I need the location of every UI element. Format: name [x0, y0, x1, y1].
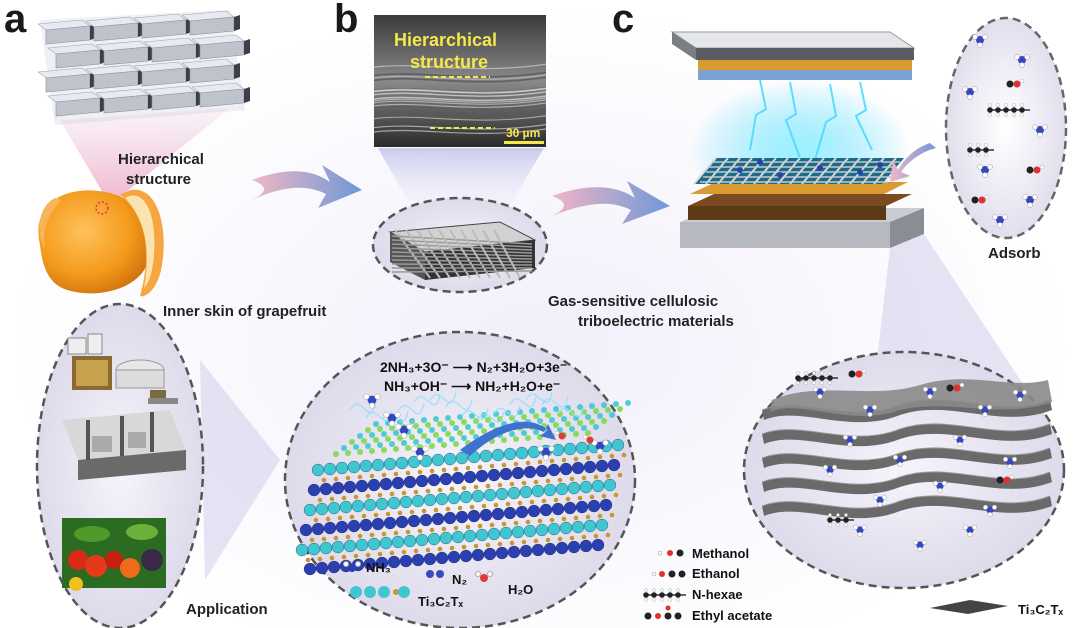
- application-funnel: [200, 360, 280, 580]
- lab-apparatus: [67, 333, 178, 404]
- reaction-legend: [343, 561, 493, 598]
- sem-title-line2: structure: [410, 52, 488, 72]
- gas-sensitive-label-2: triboelectric materials: [578, 313, 734, 330]
- legend-ethyl-acetate: Ethyl acetate: [692, 608, 772, 623]
- legend-methanol: Methanol: [692, 546, 749, 561]
- legend-n2: N₂: [452, 572, 467, 587]
- zoom-funnel-b: [378, 148, 544, 205]
- reaction-equation-1: 2NH₃+3O⁻ ⟶ N₂+3H₂O+3e⁻: [380, 359, 567, 375]
- adsorb-arrow: [890, 143, 936, 182]
- sem-title-line1: Hierarchical: [394, 30, 497, 50]
- factory-illustration: [62, 410, 186, 480]
- legend-ti3c2tx: Ti₃C₂Tₓ: [418, 594, 463, 609]
- scale-bar-label: 30 µm: [506, 126, 540, 140]
- ti3c2tx-corner-label: Ti₃C₂Tₓ: [1018, 602, 1063, 617]
- grapefruit-illustration: [38, 189, 164, 297]
- vegetables-photo: [62, 518, 166, 591]
- cellulose-zoom-circle: [371, 196, 549, 294]
- inner-skin-label: Inner skin of grapefruit: [163, 303, 326, 320]
- ti3c2tx-sheet-icon: [930, 600, 1008, 614]
- gas-sensitive-label-1: Gas-sensitive cellulosic: [548, 293, 718, 310]
- legend-ethanol: Ethanol: [692, 566, 740, 581]
- hierarchical-brick-stack: [37, 10, 250, 125]
- teng-device: [670, 31, 924, 248]
- reaction-mechanism-oval: [283, 330, 637, 628]
- gas-molecule-bubble: [944, 16, 1068, 240]
- panel-letter-c: c: [612, 0, 634, 41]
- application-oval: [35, 302, 205, 628]
- flow-arrow-b-to-c: [552, 181, 670, 224]
- zoom-funnel-pink: [60, 108, 230, 205]
- reaction-equation-2: NH₃+OH⁻ ⟶ NH₂+H₂O+e⁻: [384, 378, 560, 394]
- legend-nh3: NH₃: [366, 560, 391, 575]
- flow-arrow-a-to-b: [252, 165, 362, 208]
- hierarchical-label-2: structure: [126, 171, 191, 188]
- adsorb-label: Adsorb: [988, 245, 1041, 262]
- sem-image: [373, 15, 547, 147]
- legend-n-hexae: N-hexae: [692, 587, 743, 602]
- molecule-legend: [643, 549, 686, 620]
- application-label: Application: [186, 601, 268, 618]
- legend-h2o: H₂O: [508, 582, 533, 597]
- hierarchical-label-1: Hierarchical: [118, 151, 204, 168]
- panel-letter-b: b: [334, 0, 358, 41]
- mxene-layers-oval: [742, 350, 1066, 590]
- panel-letter-a: a: [4, 0, 27, 41]
